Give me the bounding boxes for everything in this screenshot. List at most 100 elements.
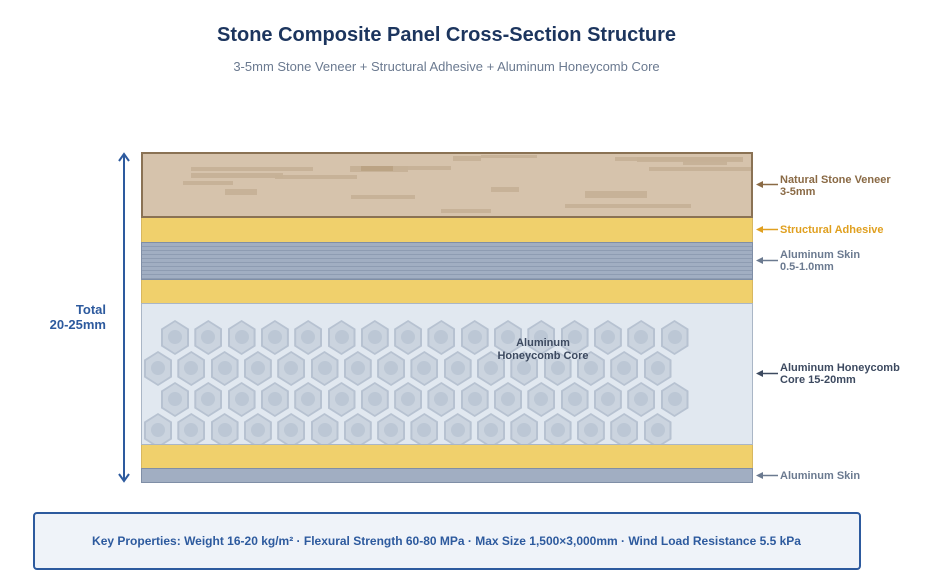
honeycomb-cell <box>443 413 472 444</box>
key-properties-text: Key Properties: Weight 16-20 kg/m² · Fle… <box>92 534 801 548</box>
honeycomb-cell <box>460 382 489 417</box>
honeycomb-cell <box>610 413 639 444</box>
total-thickness-label: Total 20-25mm <box>30 302 106 332</box>
stone-grain <box>491 187 519 192</box>
honeycomb-cell <box>527 382 556 417</box>
honeycomb-cell <box>310 413 339 444</box>
stone-grain <box>361 166 393 171</box>
honeycomb-cell <box>560 382 589 417</box>
honeycomb-cell <box>294 382 323 417</box>
stone-grain <box>183 181 233 185</box>
skin-top-callout-line2: 0.5-1.0mm <box>780 261 834 273</box>
honeycomb-cell <box>360 320 389 355</box>
stone-grain <box>275 175 357 179</box>
honeycomb-cell <box>610 351 639 386</box>
honeycomb-cell <box>243 413 272 444</box>
honeycomb-cell <box>427 382 456 417</box>
stone-grain <box>649 167 751 171</box>
core-callout-line1: Aluminum Honeycomb <box>780 362 900 374</box>
honeycomb-cell <box>243 351 272 386</box>
skin-bottom-callout-arrow <box>756 472 778 479</box>
honeycomb-cell <box>177 413 206 444</box>
core-callout-label: Aluminum Honeycomb Core 15-20mm <box>780 362 900 386</box>
honeycomb-cell <box>643 351 672 386</box>
honeycomb-cell <box>227 382 256 417</box>
honeycomb-cell <box>161 320 189 355</box>
adhesive-callout-arrow <box>756 226 778 233</box>
honeycomb-cell <box>510 351 539 386</box>
honeycomb-cell <box>593 320 622 355</box>
honeycomb-cell <box>194 382 223 417</box>
stone-callout-arrow <box>756 181 778 188</box>
skin-top-callout-arrow <box>756 257 778 264</box>
stone-callout-line1: Natural Stone Veneer <box>780 174 891 186</box>
stone-grain <box>585 191 647 198</box>
honeycomb-cell <box>161 382 189 417</box>
core-label: Aluminum Honeycomb Core <box>478 337 608 363</box>
honeycomb-cell <box>410 413 439 444</box>
honeycomb-cell <box>543 351 572 386</box>
core-callout-line2: Core 15-20mm <box>780 374 856 386</box>
honeycomb-cell <box>377 351 406 386</box>
stone-grain <box>683 159 727 165</box>
adhesive-layer-bottom <box>141 445 753 468</box>
honeycomb-cell <box>410 351 439 386</box>
aluminum-skin-bottom <box>141 468 753 483</box>
diagram-subtitle: 3-5mm Stone Veneer + Structural Adhesive… <box>233 59 660 74</box>
stone-grain <box>351 195 415 199</box>
diagram-title: Stone Composite Panel Cross-Section Stru… <box>217 24 676 46</box>
total-label-line1: Total <box>75 302 106 317</box>
honeycomb-cell <box>660 382 689 417</box>
total-thickness-arrow <box>118 152 130 483</box>
stone-grain <box>225 189 257 195</box>
core-label-line2: Honeycomb Core <box>497 350 589 362</box>
honeycomb-cell <box>327 382 356 417</box>
honeycomb-cell <box>477 351 505 386</box>
honeycomb-cell <box>294 320 323 355</box>
honeycomb-cell <box>627 320 656 355</box>
honeycomb-cell <box>360 382 389 417</box>
stone-grain <box>565 204 691 208</box>
honeycomb-cell <box>543 413 572 444</box>
honeycomb-cell <box>627 382 656 417</box>
key-properties-box <box>33 512 861 570</box>
stone-grain <box>191 167 313 171</box>
honeycomb-cell <box>310 351 339 386</box>
honeycomb-cell <box>593 382 622 417</box>
honeycomb-cell <box>576 413 605 444</box>
stone-callout-label: Natural Stone Veneer 3-5mm <box>780 174 891 198</box>
stone-grain <box>441 209 491 213</box>
honeycomb-cell <box>527 320 556 355</box>
stone-callout-line2: 3-5mm <box>780 186 816 198</box>
honeycomb-cell <box>194 320 223 355</box>
honeycomb-cell <box>477 413 505 444</box>
core-label-line1: Aluminum <box>516 337 570 349</box>
stone-veneer-layer <box>141 152 753 218</box>
honeycomb-cell <box>510 413 539 444</box>
honeycomb-cell <box>427 320 456 355</box>
honeycomb-cell <box>660 320 689 355</box>
core-callout-arrow <box>756 370 778 377</box>
stone-grain <box>481 155 537 158</box>
skin-bottom-callout-label: Aluminum Skin <box>780 470 860 482</box>
honeycomb-cell <box>494 382 522 417</box>
honeycomb-cell <box>343 351 372 386</box>
honeycomb-cell <box>210 413 239 444</box>
skin-top-callout-label: Aluminum Skin 0.5-1.0mm <box>780 249 860 273</box>
honeycomb-cell <box>144 351 172 386</box>
adhesive-layer-middle <box>141 280 753 303</box>
honeycomb-cell <box>210 351 239 386</box>
honeycomb-cell <box>260 320 289 355</box>
honeycomb-cell <box>277 351 306 386</box>
honeycomb-cell <box>460 320 489 355</box>
honeycomb-core-layer <box>141 303 753 445</box>
honeycomb-cell <box>343 413 372 444</box>
stone-grain <box>191 173 283 178</box>
aluminum-skin-top <box>141 242 753 280</box>
adhesive-callout-label: Structural Adhesive <box>780 224 884 236</box>
honeycomb-cell <box>576 351 605 386</box>
honeycomb-cell <box>377 413 406 444</box>
honeycomb-cell <box>327 320 356 355</box>
honeycomb-cell <box>144 413 172 444</box>
skin-top-callout-line1: Aluminum Skin <box>780 249 861 261</box>
